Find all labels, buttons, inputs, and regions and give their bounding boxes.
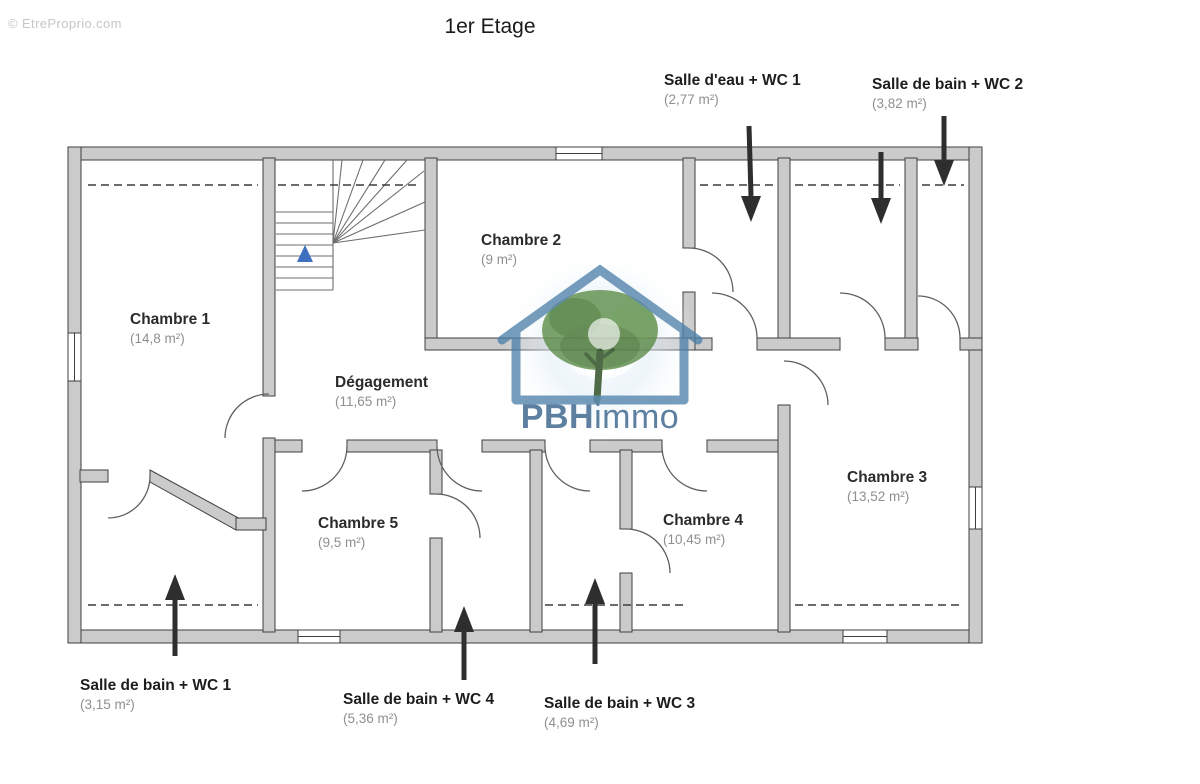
interior-walls [79, 157, 983, 633]
callout-name: Salle de bain + WC 1 [80, 677, 232, 694]
callout-area: (3,82 m²) [872, 96, 927, 112]
callout-salle-de-bain-wc1: Salle de bain + WC 1 (3,15 m²) [80, 677, 231, 713]
room-name: Chambre 5 [318, 515, 399, 532]
logo-text: PBHimmo [521, 398, 679, 436]
callout-area: (5,36 m²) [343, 711, 398, 727]
room-name: Chambre 2 [481, 232, 562, 249]
logo-tree-icon [542, 290, 658, 404]
room-name: Dégagement [335, 374, 429, 391]
pbh-immo-logo: PBHimmo [497, 247, 703, 443]
callout-name: Salle de bain + WC 2 [872, 76, 1024, 93]
room-area: (10,45 m²) [663, 532, 726, 548]
room-name: Chambre 1 [130, 311, 211, 328]
room-area: (9 m²) [481, 252, 517, 268]
room-area: (9,5 m²) [318, 535, 366, 551]
page-title: 1er Etage [444, 15, 536, 38]
callout-area: (3,15 m²) [80, 697, 135, 713]
callout-salle-de-bain-wc2: Salle de bain + WC 2 (3,82 m²) [872, 76, 1023, 112]
callout-area: (4,69 m²) [544, 715, 599, 731]
watermark: © EtreProprio.com [8, 16, 122, 31]
stair-direction-arrow-icon [297, 245, 313, 262]
room-label-degagement: Dégagement (11,65 m²) [335, 374, 428, 410]
stairs [276, 159, 426, 291]
callout-name: Salle de bain + WC 3 [544, 695, 696, 712]
callout-area: (2,77 m²) [664, 92, 719, 108]
room-name: Chambre 4 [663, 512, 744, 529]
room-label-chambre-4: Chambre 4 (10,45 m²) [663, 512, 743, 548]
room-area: (11,65 m²) [335, 394, 397, 410]
room-label-chambre-1: Chambre 1 (14,8 m²) [130, 311, 210, 347]
callout-salle-de-bain-wc4: Salle de bain + WC 4 (5,36 m²) [343, 691, 494, 727]
callout-salle-de-bain-wc3: Salle de bain + WC 3 (4,69 m²) [544, 695, 695, 731]
room-name: Chambre 3 [847, 469, 928, 486]
logo-house-icon [497, 264, 703, 405]
callout-salle-deau-wc1: Salle d'eau + WC 1 (2,77 m²) [664, 72, 801, 108]
room-label-chambre-2: Chambre 2 (9 m²) [481, 232, 561, 268]
room-label-chambre-5: Chambre 5 (9,5 m²) [318, 515, 398, 551]
room-label-chambre-3: Chambre 3 (13,52 m²) [847, 469, 927, 505]
room-area: (14,8 m²) [130, 331, 185, 347]
room-area: (13,52 m²) [847, 489, 910, 505]
callout-name: Salle d'eau + WC 1 [664, 72, 801, 89]
windows [67, 146, 983, 644]
callout-name: Salle de bain + WC 4 [343, 691, 495, 708]
door-arcs [107, 247, 961, 574]
callout-arrows [165, 116, 954, 680]
